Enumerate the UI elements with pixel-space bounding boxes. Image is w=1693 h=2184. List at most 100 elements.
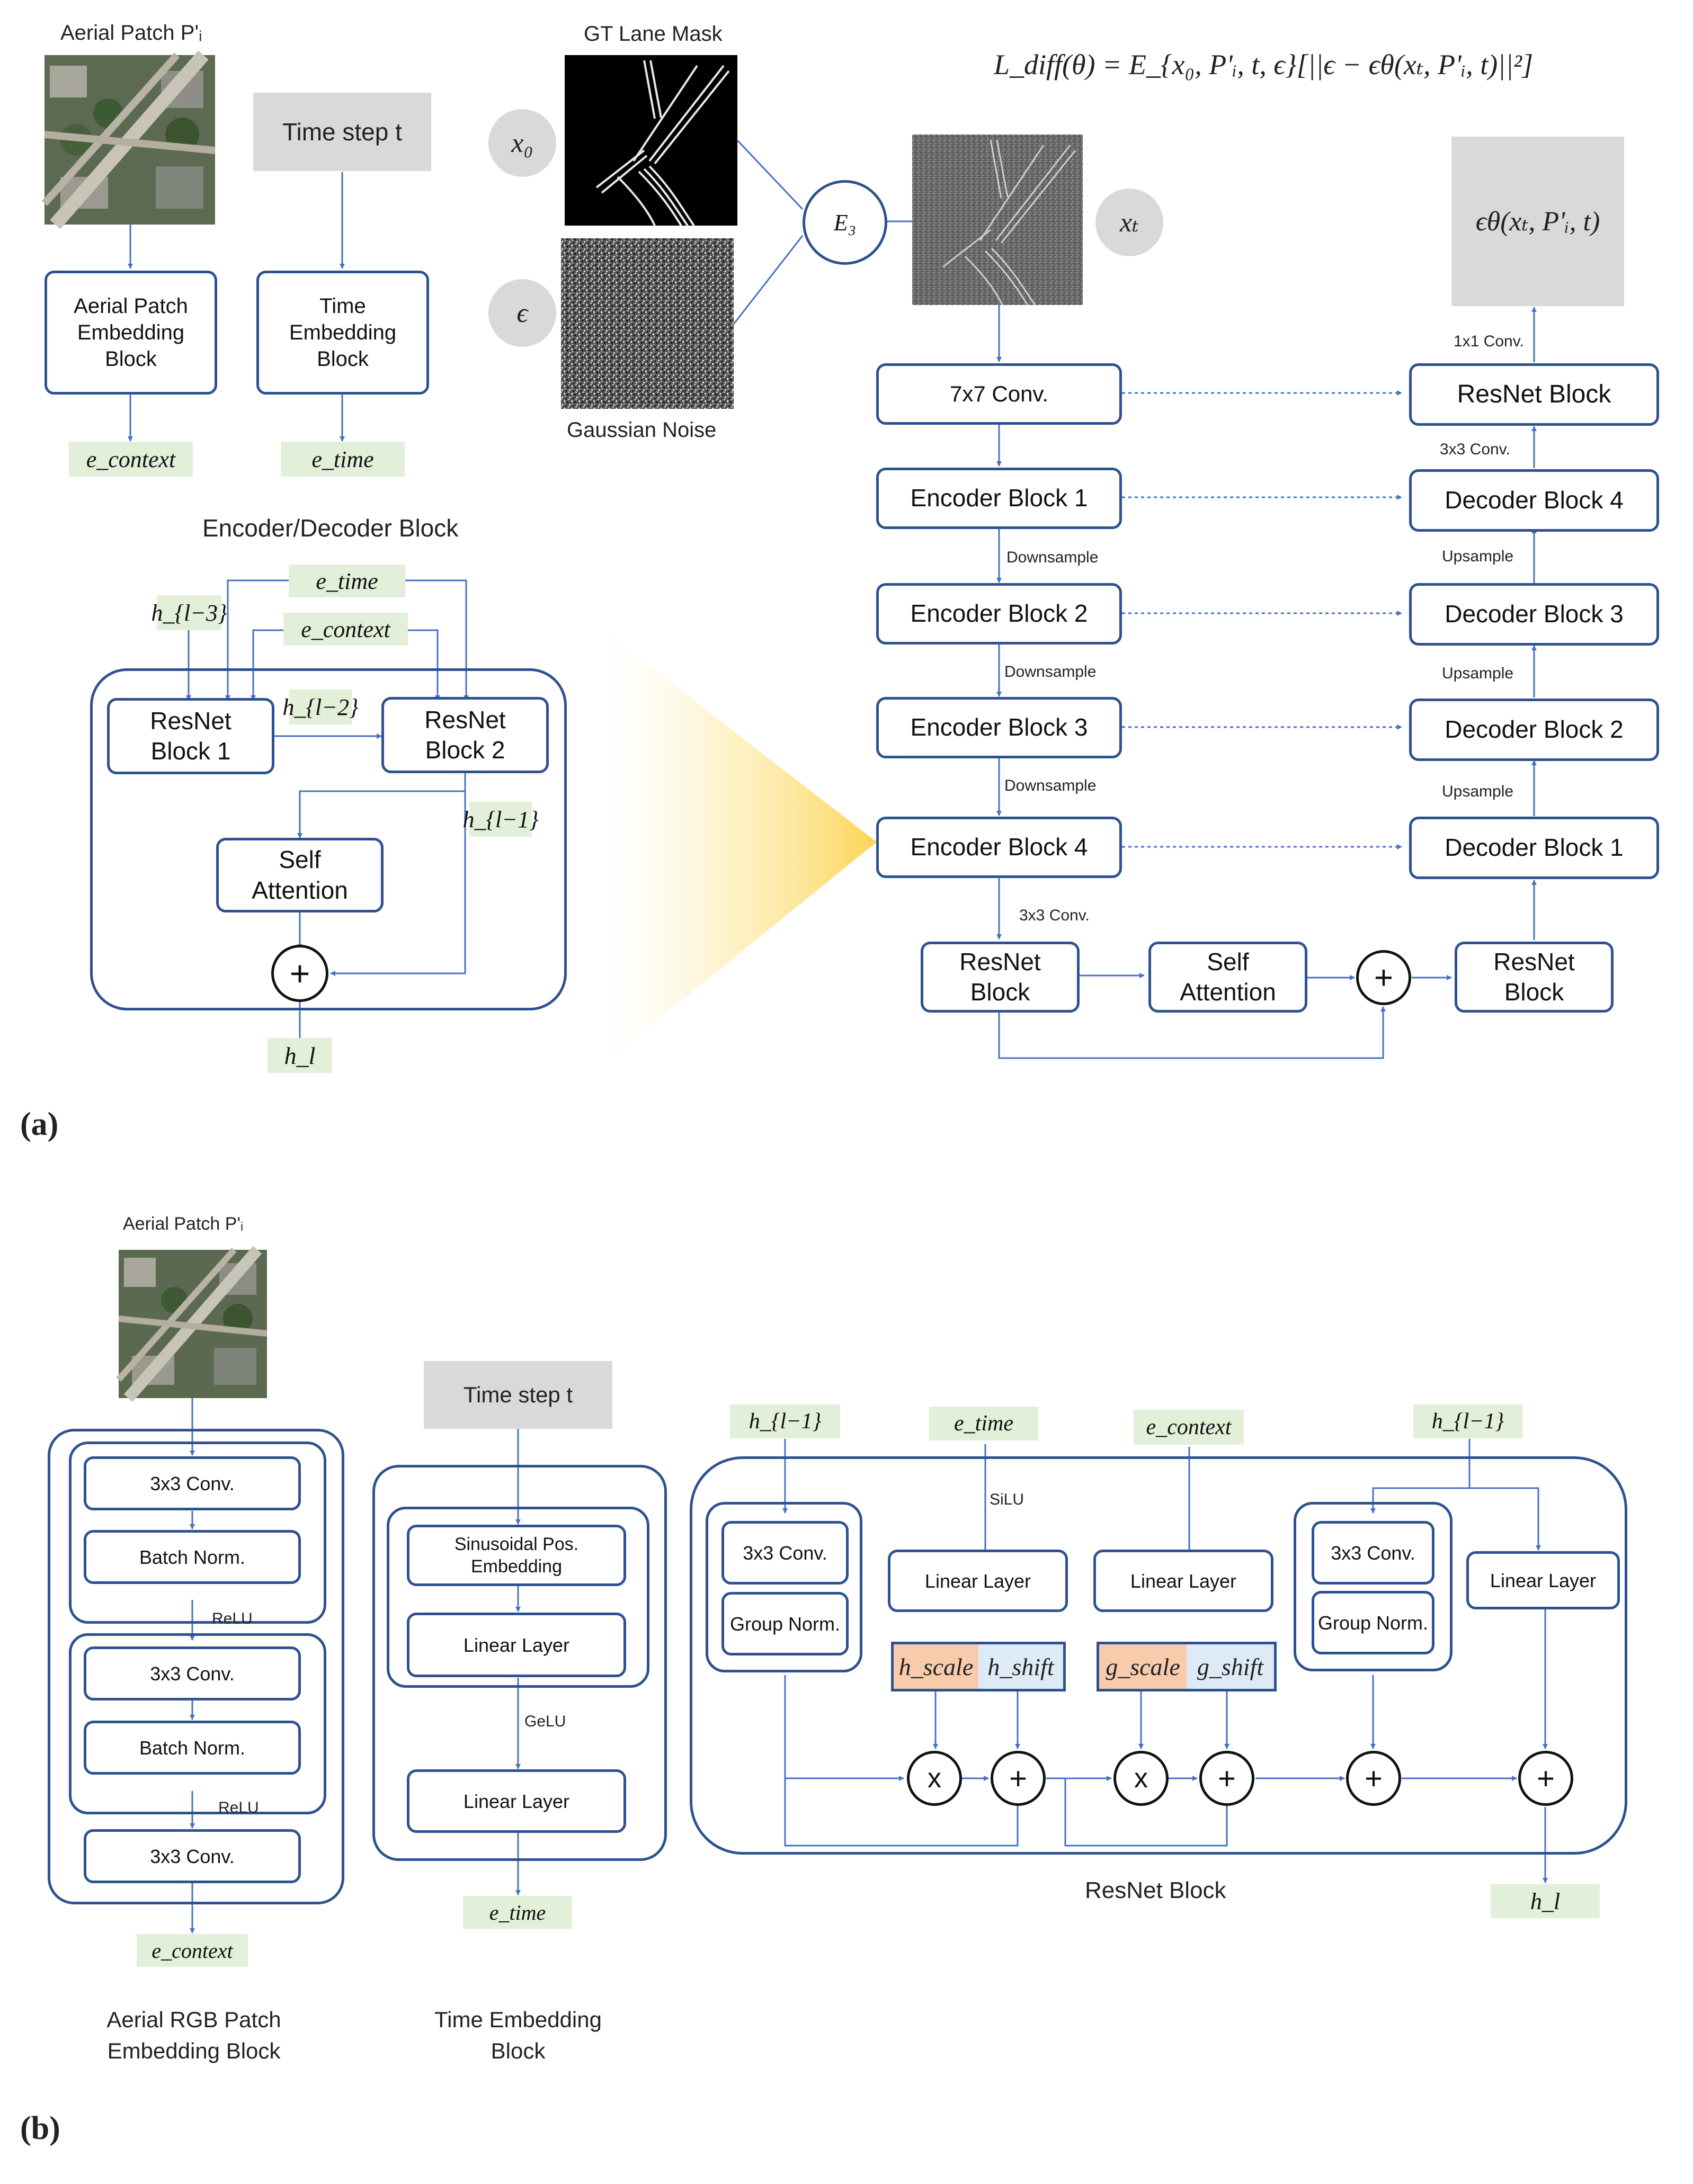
aerial-batchnorm-2[interactable]: Batch Norm.	[84, 1721, 301, 1775]
plus-encdec: +	[271, 945, 328, 1002]
e-time-tag-b: e_time	[463, 1896, 572, 1929]
upsample-3: Upsample	[1442, 548, 1514, 565]
plus-conv-b: +	[1346, 1751, 1401, 1806]
silu: SiLU	[990, 1491, 1024, 1508]
h-l-2-tag: h_{l−2}	[282, 690, 359, 724]
decoder-block-2[interactable]: Decoder Block 2	[1409, 699, 1659, 761]
resnet-block-bottleneck-right[interactable]: ResNet Block	[1455, 942, 1614, 1013]
e-time-tag-resnet: e_time	[929, 1407, 1038, 1440]
e3-node: E₃	[803, 180, 887, 265]
upsample-1: Upsample	[1442, 783, 1514, 800]
aerial-conv-3[interactable]: 3x3 Conv.	[84, 1829, 301, 1883]
resnet-linear-context[interactable]: Linear Layer	[1093, 1550, 1273, 1612]
resnet-block-caption: ResNet Block	[1085, 1877, 1226, 1903]
encoder-block-2[interactable]: Encoder Block 2	[876, 583, 1122, 645]
h-l-1-left-tag: h_{l−1}	[730, 1404, 840, 1438]
resnet-conv-b[interactable]: 3x3 Conv.	[1312, 1521, 1434, 1585]
h-l-1-tag: h_{l−1}	[462, 802, 539, 837]
aerial-patch-title-b: Aerial Patch P'ᵢ	[123, 1214, 244, 1234]
h-scale: h_scale	[894, 1644, 978, 1689]
panel-a-label: (a)	[20, 1106, 59, 1142]
loss-formula: L_diff(θ) = E_{x₀, P'ᵢ, t, ϵ}[||ϵ − ϵθ(x…	[994, 49, 1534, 80]
lane-mask-image	[565, 55, 737, 227]
resnet-linear-time[interactable]: Linear Layer	[888, 1550, 1068, 1612]
aerial-conv-1[interactable]: 3x3 Conv.	[84, 1456, 301, 1510]
h-shift: h_shift	[978, 1644, 1063, 1689]
time-linear-layer-2[interactable]: Linear Layer	[407, 1769, 626, 1833]
resnet-right-subgroup	[1294, 1502, 1453, 1671]
h-l-out-tag: h_l	[1491, 1884, 1600, 1918]
self-attention-bottleneck[interactable]: Self Attention	[1148, 942, 1307, 1013]
aerial-subgroup-2	[69, 1633, 326, 1814]
encdec-title: Encoder/Decoder Block	[202, 514, 459, 542]
sinusoidal-pos-embedding[interactable]: Sinusoidal Pos. Embedding	[407, 1525, 626, 1586]
g-shift: g_shift	[1187, 1644, 1274, 1689]
aerial-patch-title: Aerial Patch P'ᵢ	[60, 21, 202, 44]
h-scale-shift: h_scale h_shift	[891, 1642, 1066, 1691]
conv-3x3-bottleneck-label: 3x3 Conv.	[1019, 907, 1090, 924]
downsample-1: Downsample	[1006, 549, 1099, 566]
relu-2: ReLU	[218, 1799, 259, 1816]
noise-prediction-output: ϵθ(xₜ, P'ᵢ, t)	[1451, 137, 1624, 306]
plus-h: +	[991, 1751, 1046, 1806]
g-scale: g_scale	[1099, 1644, 1187, 1689]
encoder-block-1[interactable]: Encoder Block 1	[876, 468, 1122, 529]
e-context-tag-b: e_context	[137, 1934, 248, 1967]
aerial-block-group	[48, 1429, 344, 1904]
aerial-block-caption: Aerial RGB Patch Embedding Block	[106, 2007, 281, 2063]
resnet-left-subgroup	[706, 1502, 862, 1672]
plus-skip: +	[1518, 1751, 1573, 1806]
self-attention-encdec[interactable]: Self Attention	[216, 838, 384, 912]
plus-bottleneck: +	[1356, 950, 1411, 1005]
resnet-groupnorm-b[interactable]: Group Norm.	[1312, 1591, 1434, 1654]
upsample-2: Upsample	[1442, 665, 1514, 682]
relu-1: ReLU	[212, 1610, 253, 1627]
resnet-block-1[interactable]: ResNet Block 1	[107, 698, 274, 774]
zoom-wedge	[583, 614, 877, 1080]
resnet-groupnorm-a[interactable]: Group Norm.	[721, 1592, 849, 1655]
decoder-block-3[interactable]: Decoder Block 3	[1409, 583, 1659, 646]
resnet-block-top[interactable]: ResNet Block	[1409, 363, 1659, 426]
time-block-group	[372, 1465, 667, 1861]
time-linear-layer-1[interactable]: Linear Layer	[407, 1613, 626, 1677]
decoder-block-4[interactable]: Decoder Block 4	[1409, 469, 1659, 532]
multiply-g: x	[1113, 1751, 1169, 1806]
e-time-tag: e_time	[281, 442, 405, 477]
conv-7x7[interactable]: 7x7 Conv.	[876, 363, 1122, 425]
e-context-tag-encdec: e_context	[283, 613, 408, 646]
encdec-group	[90, 668, 567, 1010]
decoder-block-1[interactable]: Decoder Block 1	[1409, 817, 1659, 879]
aerial-patch-embedding-block[interactable]: Aerial Patch Embedding Block	[44, 271, 217, 395]
resnet-linear-skip[interactable]: Linear Layer	[1466, 1551, 1620, 1609]
panel-b-label: (b)	[20, 2110, 60, 2146]
time-subgroup	[387, 1507, 649, 1688]
x0-node: x₀	[488, 109, 556, 177]
resnet-block-2[interactable]: ResNet Block 2	[381, 697, 549, 773]
aerial-image	[41, 50, 216, 229]
encoder-block-4[interactable]: Encoder Block 4	[876, 817, 1122, 878]
downsample-2: Downsample	[1004, 663, 1097, 681]
time-step-box-b: Time step t	[424, 1361, 612, 1429]
time-embedding-block[interactable]: Time Embedding Block	[256, 271, 429, 395]
aerial-batchnorm-1[interactable]: Batch Norm.	[84, 1530, 301, 1584]
multiply-h: x	[907, 1751, 962, 1806]
aerial-subgroup-1	[69, 1442, 326, 1624]
gaussian-noise-title: Gaussian Noise	[567, 418, 717, 442]
resnet-block-bottleneck-left[interactable]: ResNet Block	[921, 942, 1080, 1013]
aerial-image-b	[116, 1246, 268, 1402]
encoder-block-3[interactable]: Encoder Block 3	[876, 697, 1122, 758]
resnet-conv-a[interactable]: 3x3 Conv.	[721, 1521, 849, 1585]
e-context-tag: e_context	[69, 442, 193, 477]
gt-lane-mask-title: GT Lane Mask	[584, 22, 723, 46]
e-time-tag-encdec: e_time	[289, 565, 405, 597]
noisy-lane-image	[912, 135, 1083, 306]
plus-g: +	[1199, 1751, 1254, 1806]
aerial-conv-2[interactable]: 3x3 Conv.	[84, 1646, 301, 1700]
epsilon-node: ϵ	[488, 279, 556, 347]
h-l-1-right-tag: h_{l−1}	[1413, 1404, 1522, 1438]
time-block-caption: Time Embedding Block	[434, 2007, 602, 2063]
h-l-3-tag: h_{l−3}	[151, 595, 227, 630]
resnet-block-group	[690, 1456, 1627, 1855]
e-context-tag-resnet: e_context	[1134, 1410, 1244, 1445]
